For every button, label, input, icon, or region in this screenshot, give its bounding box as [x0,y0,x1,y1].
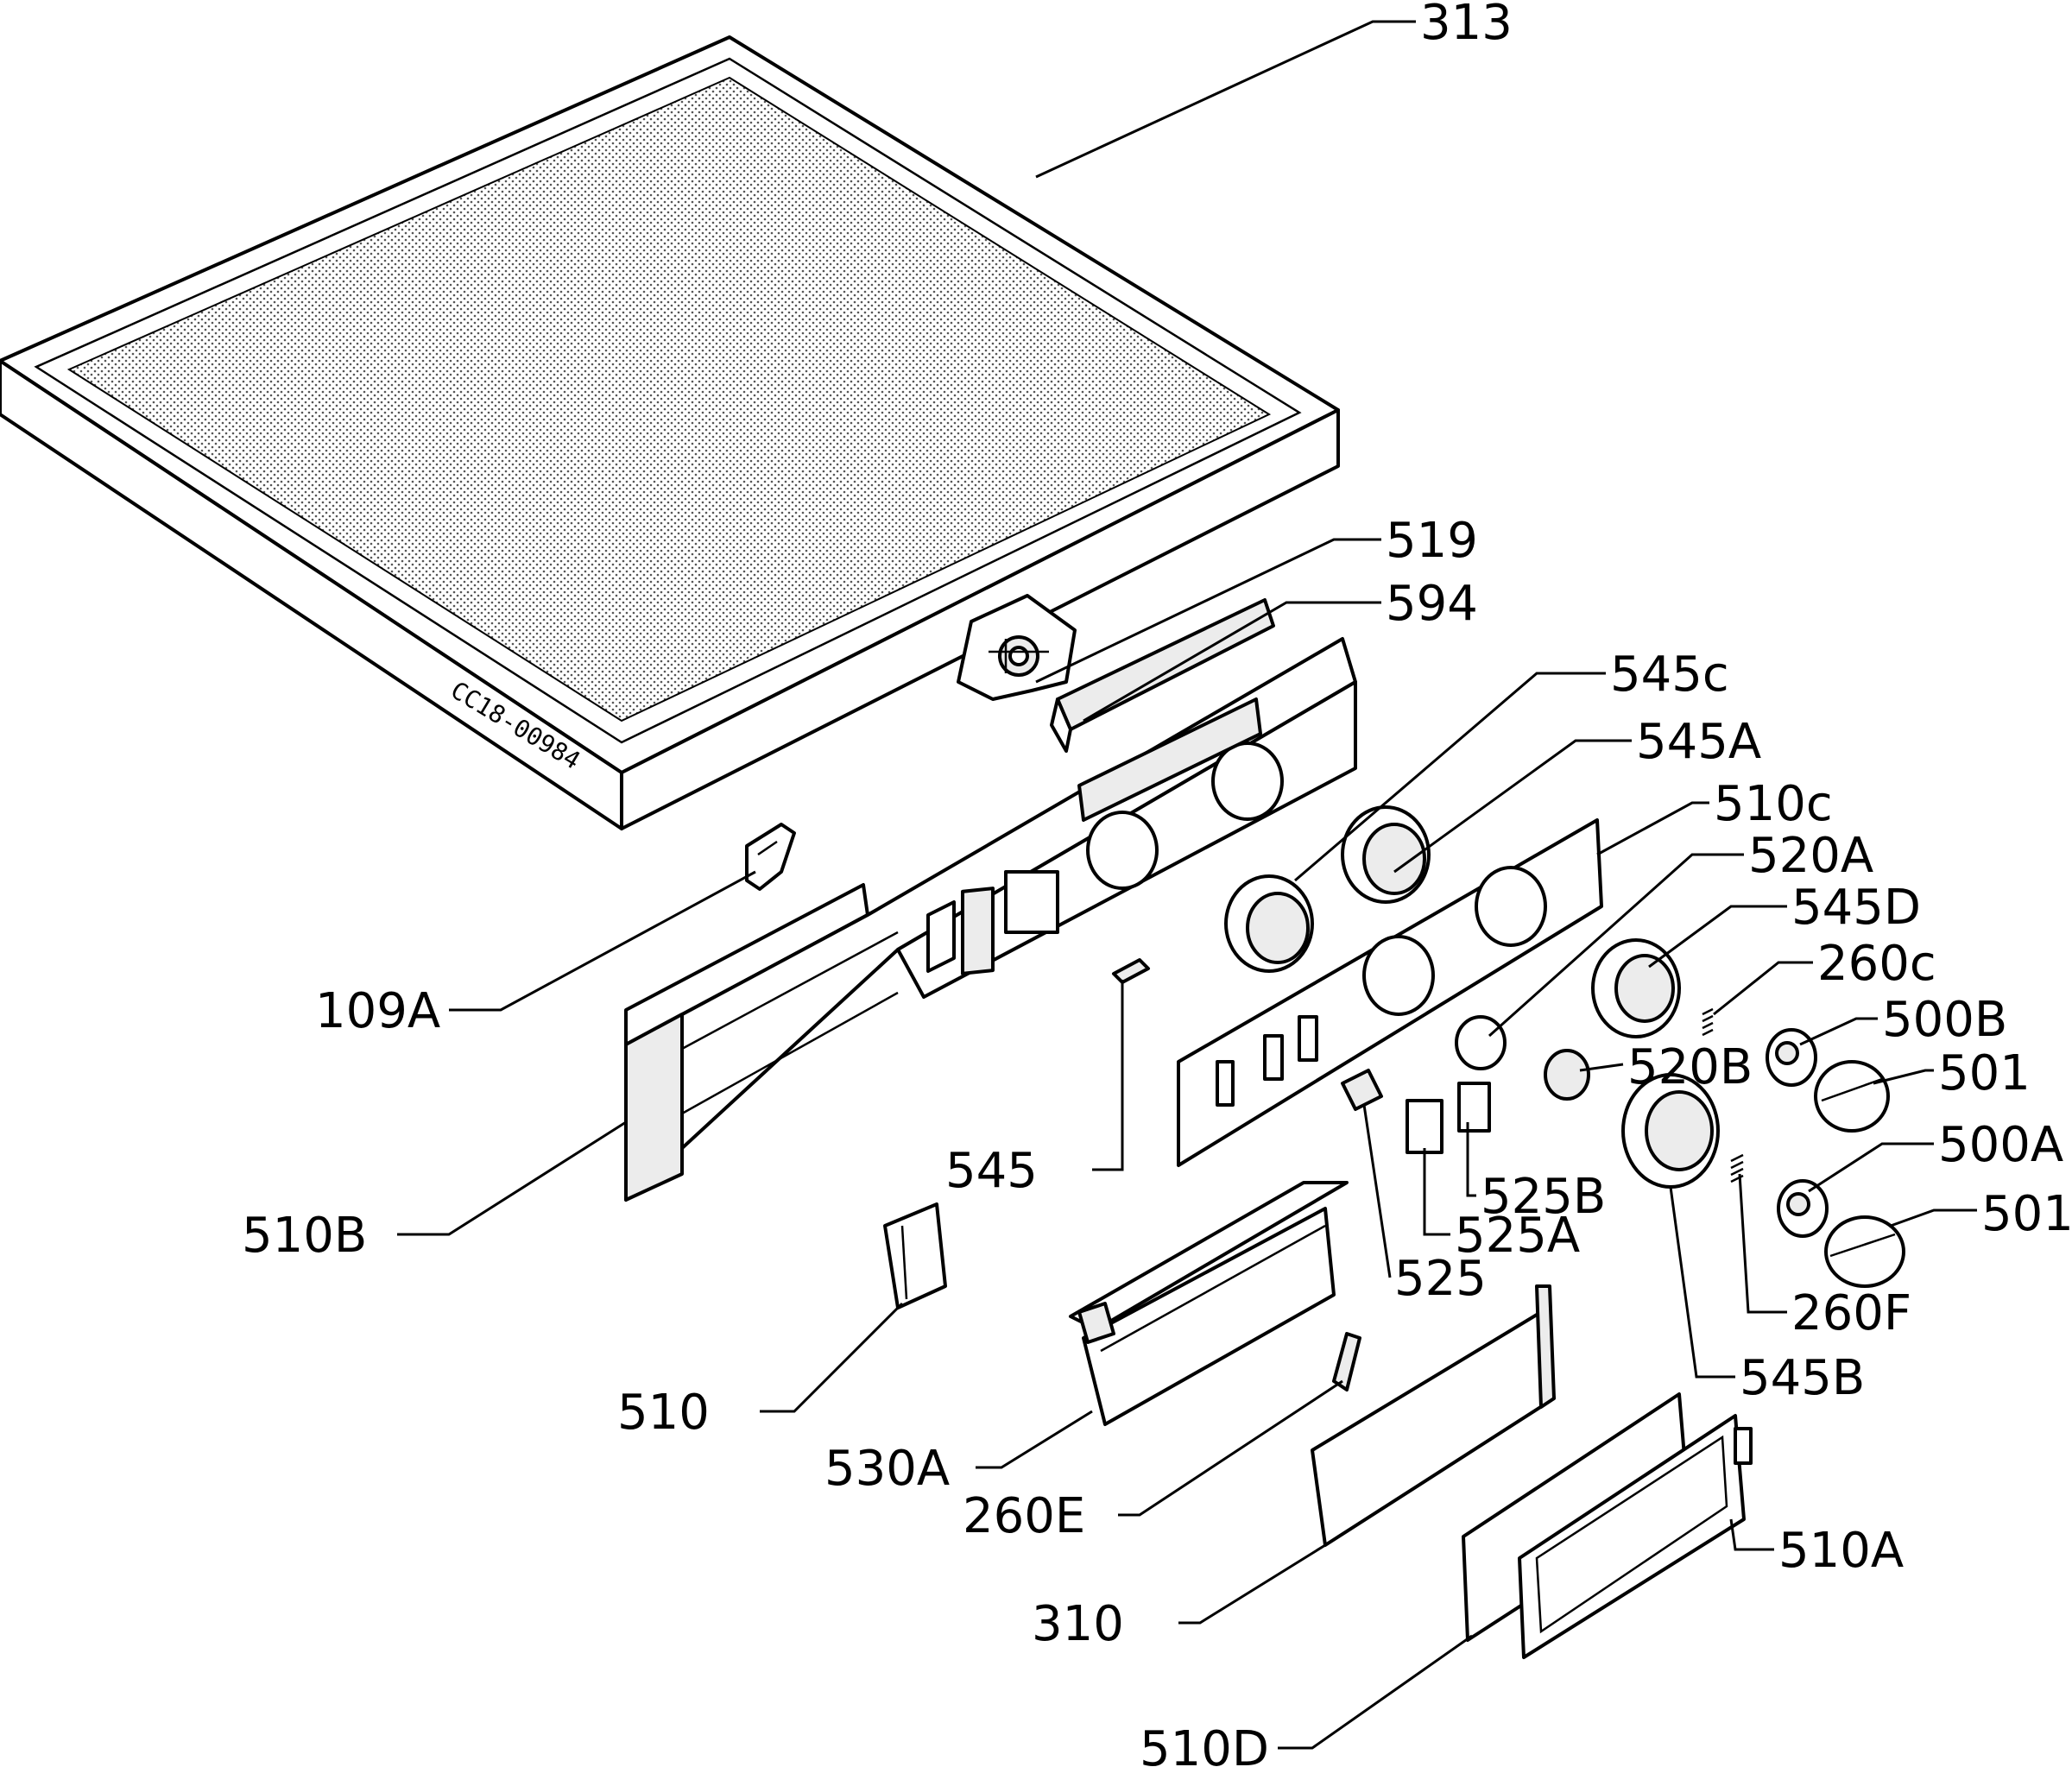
callout-501-top: 501 [1938,1045,2031,1101]
callout-545a: 545A [1636,714,1761,770]
knob-base-520a [1591,938,1681,1038]
leader-lines [397,20,1977,1750]
front-strip-310 [1311,1284,1556,1547]
ring-545b [1621,1073,1720,1189]
callout-519: 519 [1386,513,1478,569]
callout-310: 310 [1032,1596,1124,1652]
callout-260f: 260F [1791,1285,1911,1341]
callout-510a: 510A [1778,1523,1904,1579]
adapter-500a [1777,1179,1829,1238]
callout-510b: 510B [242,1208,367,1264]
callout-260c: 260c [1817,936,1936,992]
callout-525a: 525A [1455,1208,1580,1264]
switch-525 [1341,1069,1383,1111]
switch-525a [1406,1099,1443,1154]
ring-545d [1455,1015,1507,1070]
callout-313: 313 [1420,0,1513,51]
lens-510a [1518,1414,1753,1659]
callout-545d: 545D [1791,880,1921,936]
control-panel-housing [624,637,1357,1202]
callout-525b: 525B [1481,1169,1606,1225]
callout-520a: 520A [1748,828,1873,884]
tab-545 [1112,958,1150,984]
knob-501-bottom [1824,1215,1905,1288]
callout-501-bottom: 501 [1981,1186,2072,1242]
bar-594 [1050,598,1275,753]
callout-510d: 510D [1140,1721,1269,1767]
ring-545c [1224,874,1314,973]
callout-545c: 545c [1610,647,1729,703]
cam-disc-519 [957,594,1077,701]
callout-510: 510 [617,1385,710,1441]
callout-530a: 530A [824,1441,950,1497]
callout-500a: 500A [1938,1117,2063,1173]
callout-labels: 313 519 594 545c 545A 510c 520A 545D 260… [242,0,2072,1767]
end-cap-510 [883,1202,947,1309]
clip-109a [745,823,796,891]
callout-594: 594 [1386,576,1478,632]
handle-530a [1069,1181,1349,1426]
switch-525b [1457,1082,1491,1133]
adapter-500b [1766,1028,1817,1087]
ring-545a [1341,805,1431,904]
knob-501-top [1814,1060,1890,1133]
callout-545: 545 [945,1143,1038,1199]
lever-260e [1332,1332,1361,1392]
callout-510c: 510c [1714,776,1833,832]
callout-500b: 500B [1882,992,2007,1048]
gear-520b [1544,1049,1590,1101]
grease-filter [0,35,1340,830]
callout-545b: 545B [1740,1350,1865,1406]
callout-260e: 260E [963,1488,1085,1544]
callout-525: 525 [1394,1251,1487,1307]
front-plate-510c [1177,818,1603,1167]
spring-260c [1702,1007,1714,1037]
callout-520b: 520B [1627,1039,1753,1095]
spring-260f [1730,1153,1744,1183]
callout-109a: 109A [315,983,440,1039]
